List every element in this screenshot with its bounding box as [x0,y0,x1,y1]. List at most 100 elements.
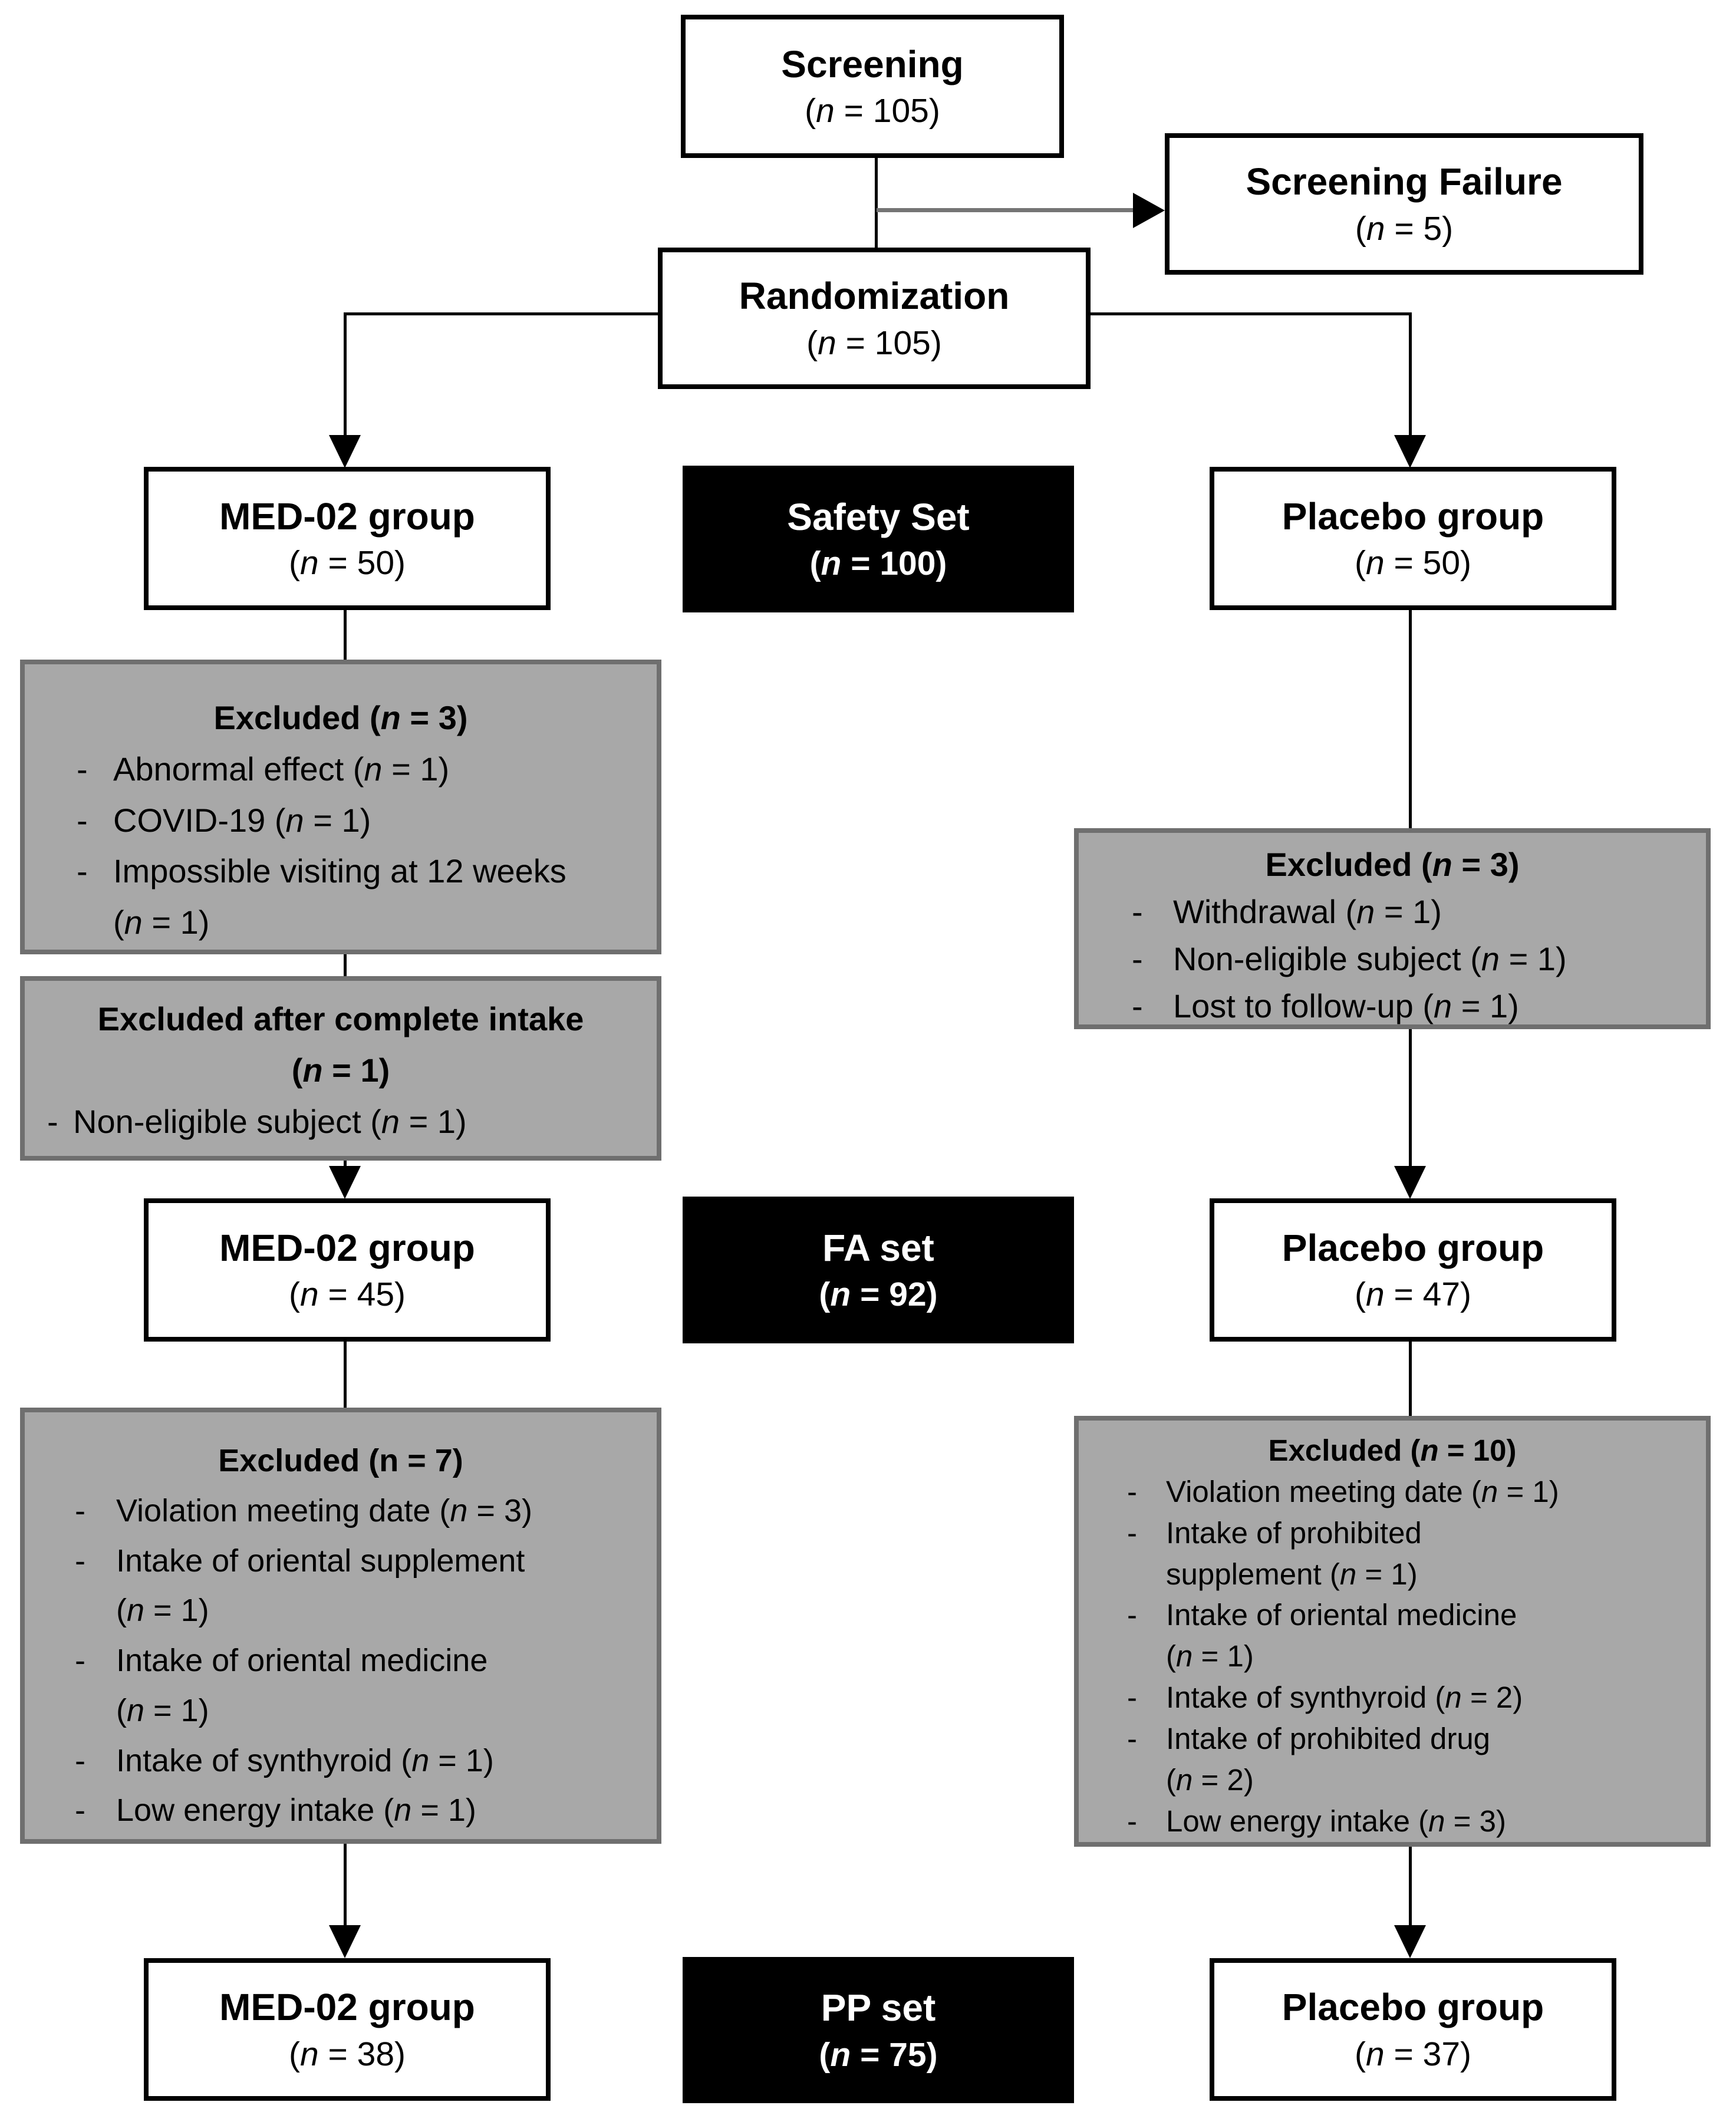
bullet-dash: - [1127,1474,1137,1508]
connector-placebo-safety-to-excluded [1409,609,1412,829]
bullet-dash: - [1132,893,1143,931]
bullet-dash: - [1132,987,1143,1025]
excluded-item: - Non-eligible subject (n = 1) [1096,935,1688,983]
arrowhead-med02-fa [329,1166,361,1199]
box-title: Safety Set [787,495,970,538]
placebo-safety-box: Placebo group (n = 50) [1210,467,1616,610]
bullet-dash: - [1132,940,1143,978]
box-count: (n = 37) [1354,2035,1472,2073]
screening-box: Screening (n = 105) [681,15,1064,158]
med02-safety-box: MED-02 group (n = 50) [144,467,551,610]
bullet-dash: - [75,1643,85,1679]
bullet-dash: - [1127,1804,1137,1838]
excluded-item: - Non-eligible subject (n = 1) [42,1096,639,1148]
pp-set-box: PP set (n = 75) [683,1957,1074,2103]
randomization-box: Randomization (n = 105) [658,248,1091,389]
box-title: Screening [781,42,964,85]
box-count: (n = 75) [819,2035,938,2074]
bullet-dash: - [77,801,88,839]
excluded-item: - Lost to follow-up (n = 1) [1096,983,1688,1030]
placebo-fa-box: Placebo group (n = 47) [1210,1198,1616,1342]
excluded-item: - Low energy intake (n = 3) [1096,1801,1688,1842]
excluded-header: Excluded (n = 10) [1268,1434,1517,1467]
bullet-dash: - [75,1543,85,1579]
connector-med02-fa-to-excluded [344,1341,347,1409]
excluded-item: - Withdrawal (n = 1) [1096,888,1688,935]
excluded-list: - Violation meeting date (n = 3) - Intak… [42,1486,639,1836]
bullet-dash: - [77,852,88,890]
excluded-list: - Abnormal effect (n = 1) - COVID-19 (n … [42,744,639,948]
excluded-item: - Intake of prohibited drug (n = 2) [1096,1718,1688,1801]
excluded-med02-safety-box: Excluded (n = 3) - Abnormal effect (n = … [20,660,661,954]
excluded-med02-fa-box: Excluded (n = 7) - Violation meeting dat… [20,1408,661,1844]
box-count: (n = 105) [806,324,942,362]
excluded-item: - Impossible visiting at 12 weeks (n = 1… [42,846,639,948]
excluded-item: - Intake of oriental supplement (n = 1) [42,1536,639,1636]
box-title: Randomization [739,275,1010,318]
box-count: (n = 100) [809,545,947,583]
box-title: MED-02 group [219,1226,475,1269]
excluded-item: - Intake of oriental medicine (n = 1) [1096,1594,1688,1677]
excluded-placebo-fa-box: Excluded (n = 10) - Violation meeting da… [1074,1416,1711,1847]
med02-fa-box: MED-02 group (n = 45) [144,1198,551,1342]
excluded-item: - Intake of synthyroid (n = 1) [42,1736,639,1786]
excluded-header: Excluded (n = 3) [213,699,468,736]
excluded-header-line2: (n = 1) [291,1051,390,1089]
box-count: (n = 50) [288,544,406,582]
box-title: MED-02 group [219,1986,475,2029]
connector-placebo-fa-to-excluded [1409,1341,1412,1417]
excluded-item: - Intake of oriental medicine (n = 1) [42,1636,639,1736]
excluded-list: - Violation meeting date (n = 1) - Intak… [1096,1471,1688,1842]
box-count: (n = 105) [805,92,940,130]
screening-failure-box: Screening Failure (n = 5) [1165,133,1643,275]
bullet-dash: - [1127,1722,1137,1756]
box-title: Placebo group [1282,495,1544,538]
excluded-item: - Intake of prohibited supplement (n = 1… [1096,1513,1688,1595]
box-count: (n = 5) [1355,209,1454,248]
arrowhead-placebo-fa [1394,1166,1426,1199]
bullet-dash: - [77,750,88,788]
box-title: MED-02 group [219,495,475,538]
excluded-header-line1: Excluded after complete intake [97,1000,584,1037]
connector-branch-left [344,312,347,437]
excluded-placebo-safety-box: Excluded (n = 3) - Withdrawal (n = 1) - … [1074,828,1711,1029]
excluded-item: - COVID-19 (n = 1) [42,795,639,846]
excluded-item: - Violation meeting date (n = 1) [1096,1471,1688,1513]
bullet-dash: - [1127,1515,1137,1550]
box-title: Screening Failure [1246,160,1563,203]
connector-excluded-to-placebo-pp [1409,1846,1412,1927]
fa-set-box: FA set (n = 92) [683,1197,1074,1343]
arrowhead-med02-safety [329,435,361,468]
excluded-item: - Low energy intake (n = 1) [42,1785,639,1836]
box-title: Placebo group [1282,1226,1544,1269]
connector-branch-right [1409,312,1412,437]
placebo-pp-box: Placebo group (n = 37) [1210,1958,1616,2101]
connector-excluded-to-med02-pp [344,1843,347,1927]
arrowhead-screening-failure [1133,193,1165,228]
box-count: (n = 92) [819,1276,938,1314]
connector-screening-to-randomization [875,157,878,250]
excluded-header: Excluded (n = 3) [1265,846,1520,883]
connector-screening-failure-shaft [877,208,1135,212]
bullet-dash: - [1127,1598,1137,1632]
excluded-list: - Non-eligible subject (n = 1) [42,1096,639,1148]
arrowhead-med02-pp [329,1925,361,1958]
excluded-item: - Intake of synthyroid (n = 2) [1096,1677,1688,1718]
arrowhead-placebo-safety [1394,435,1426,468]
box-count: (n = 45) [288,1276,406,1314]
excluded-list: - Withdrawal (n = 1) - Non-eligible subj… [1096,888,1688,1030]
bullet-dash: - [75,1793,85,1828]
box-title: FA set [822,1226,934,1269]
bullet-dash: - [1127,1681,1137,1715]
bullet-dash: - [75,1492,85,1528]
excluded-header: Excluded (n = 7) [218,1443,463,1478]
connector-excluded-to-placebo-fa [1409,1029,1412,1168]
excluded-item: - Violation meeting date (n = 3) [42,1486,639,1536]
bullet-dash: - [47,1102,58,1140]
box-title: PP set [821,1986,936,2029]
safety-set-box: Safety Set (n = 100) [683,466,1074,612]
med02-pp-box: MED-02 group (n = 38) [144,1958,551,2101]
connector-excluded-to-excluded-intake [344,954,347,977]
box-count: (n = 50) [1354,544,1472,582]
connector-med02-safety-to-excluded [344,609,347,661]
